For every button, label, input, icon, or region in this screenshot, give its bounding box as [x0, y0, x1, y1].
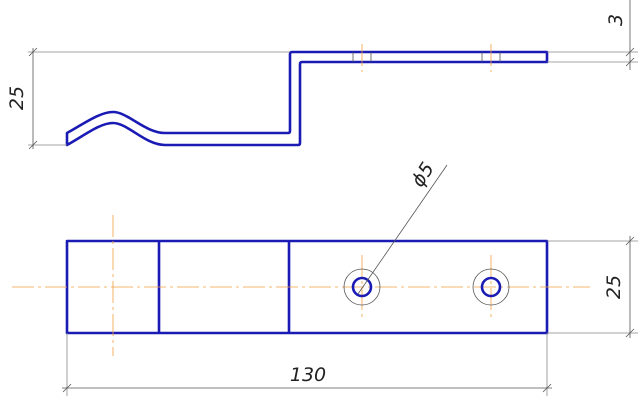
length-dimension: 130 [290, 364, 326, 386]
side-height-dimension: 25 [6, 86, 28, 110]
dimension-tick [625, 328, 635, 338]
hole-chamfer-circle [343, 268, 381, 306]
dimension-tick [625, 236, 635, 246]
top-view: ϕ5 130 25 [12, 158, 638, 396]
width-dimension: 25 [603, 275, 625, 299]
dimension-tick [28, 47, 38, 57]
dimension-tick [62, 383, 72, 393]
dimension-tick [542, 383, 552, 393]
hole-diameter-label: ϕ5 [407, 158, 439, 191]
leader-line [357, 164, 448, 295]
side-view: 25 3 [6, 0, 638, 150]
dimension-tick [28, 140, 38, 150]
hole-chamfer-circle [472, 268, 510, 306]
hole [480, 276, 502, 298]
dimension-tick [625, 47, 635, 57]
thickness-dimension: 3 [605, 14, 627, 26]
bracket-profile [65, 50, 549, 147]
hole [351, 276, 373, 298]
dimension-tick [625, 57, 635, 67]
